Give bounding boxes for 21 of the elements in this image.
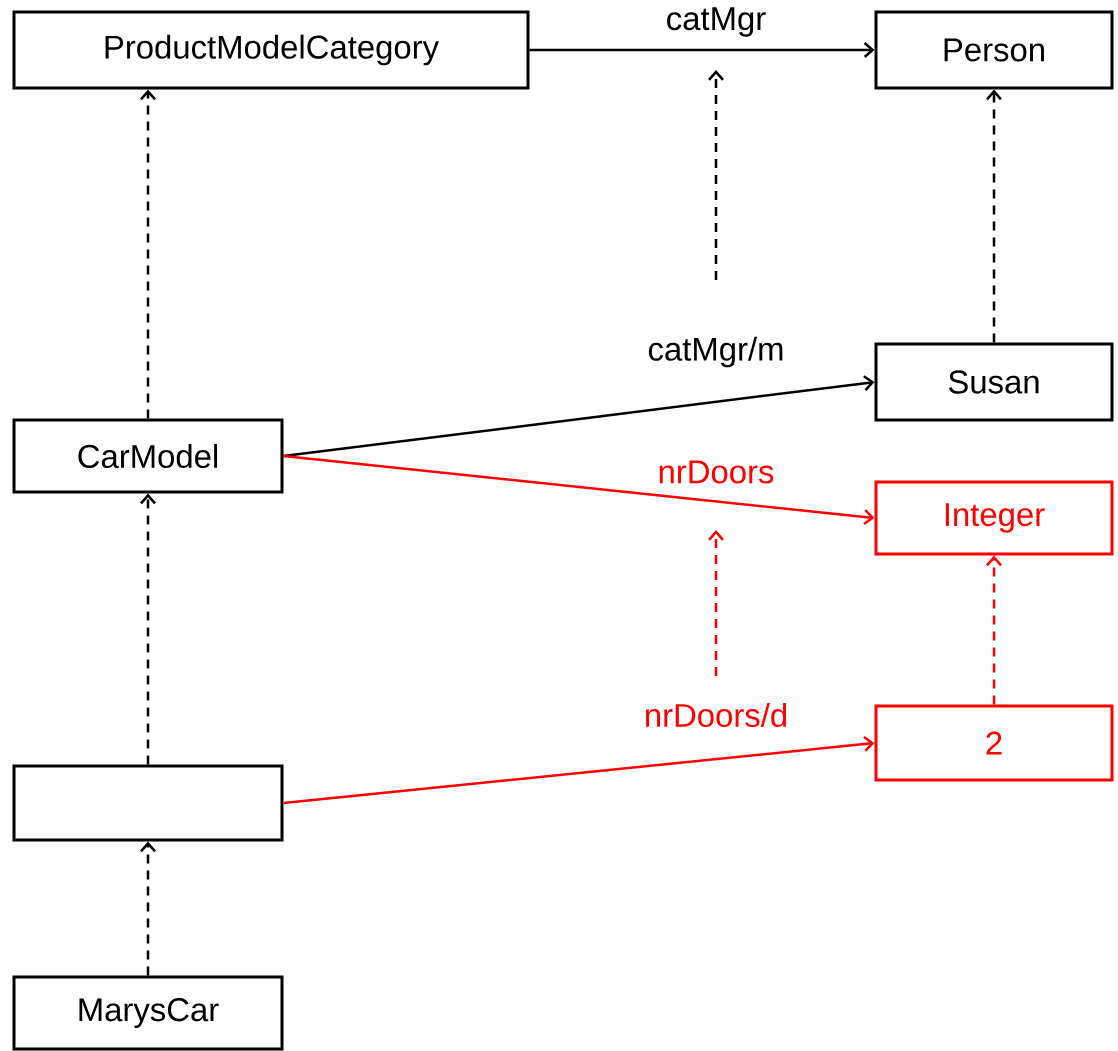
association-arrow <box>283 736 875 805</box>
empty-box <box>12 764 284 842</box>
dependency-arrow <box>140 493 156 765</box>
dependency-arrow <box>986 89 1002 343</box>
edge-label: catMgr/m <box>646 335 786 369</box>
class-box: MarysCar <box>12 975 284 1051</box>
association-arrow <box>529 42 875 58</box>
class-box: Integer <box>874 480 1114 556</box>
class-box: Person <box>874 10 1114 90</box>
class-box: CarModel <box>12 418 284 494</box>
dependency-arrow <box>140 89 156 419</box>
class-box: ProductModelCategory <box>12 10 530 90</box>
dependency-arrow <box>986 555 1002 705</box>
class-box: 2 <box>874 704 1114 782</box>
edge-label: nrDoors/d <box>642 701 790 729</box>
association-arrow <box>283 375 875 458</box>
edge-label: nrDoors <box>656 459 776 485</box>
class-box: Susan <box>874 342 1114 422</box>
association-arrow <box>283 454 875 525</box>
dependency-arrow <box>140 841 156 976</box>
edge-label: catMgr <box>664 6 768 38</box>
